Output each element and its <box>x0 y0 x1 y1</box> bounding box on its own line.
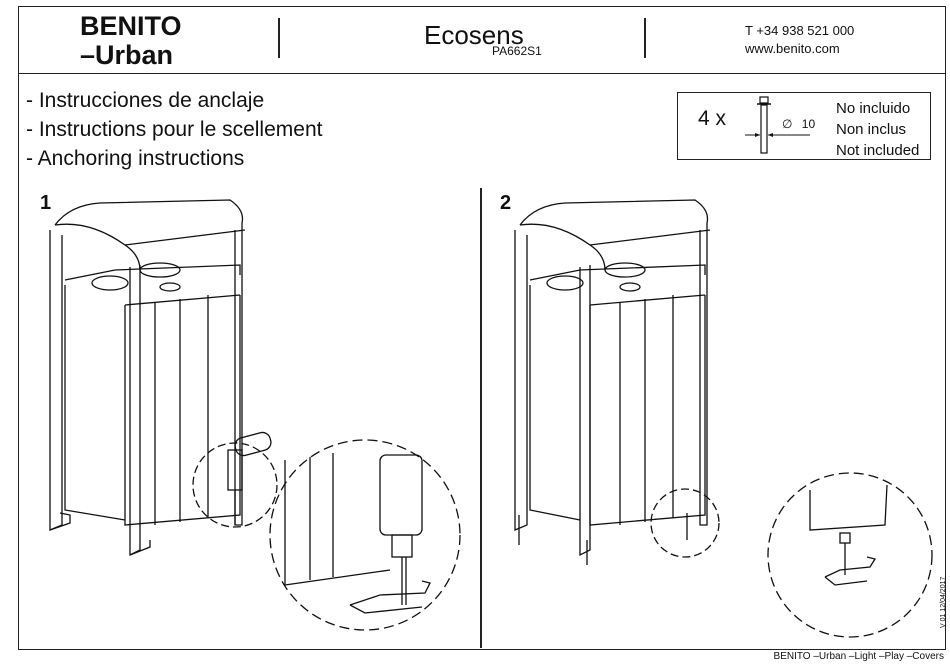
not-included-fr: Non inclus <box>836 121 907 138</box>
contact-info: T +34 938 521 000 www.benito.com <box>745 22 854 58</box>
header-separator <box>644 18 646 58</box>
step-2-number: 2 <box>500 192 512 214</box>
bolt-quantity: 4 x <box>698 107 727 130</box>
diameter-value: 10 <box>801 117 816 131</box>
diameter-symbol: ∅ <box>782 117 793 131</box>
anchor-bolt-icon <box>745 96 810 154</box>
page-frame <box>18 6 946 650</box>
instruction-es: - Instrucciones de anclaje <box>26 89 265 112</box>
not-included-es: No incluido <box>836 100 911 117</box>
bolt-note-box: 4 x ∅ 10 No incluido Non inclus Not incl… <box>677 92 931 160</box>
not-included-en: Not included <box>836 142 920 159</box>
brand-line-1: BENITO <box>80 11 182 41</box>
website: www.benito.com <box>745 41 840 56</box>
product-code: PA662S1 <box>492 44 542 58</box>
not-included-text: No incluido Non inclus Not included <box>836 98 919 161</box>
brand-line-2: –Urban <box>80 40 174 70</box>
instructions-list: - Instrucciones de anclaje - Instruction… <box>26 86 322 173</box>
product-name: Ecosens <box>424 20 524 50</box>
instruction-fr: - Instructions pour le scellement <box>26 118 323 141</box>
document-version: V 01 12/04/2017 <box>940 576 947 628</box>
phone-number: T +34 938 521 000 <box>745 23 855 38</box>
step-divider <box>480 188 482 648</box>
brand-logo: BENITO –Urban <box>80 12 182 70</box>
header-separator <box>278 18 280 58</box>
step-1-bin-illustration <box>49 199 461 631</box>
step-1-number: 1 <box>40 192 52 214</box>
bolt-diameter: ∅ 10 <box>782 117 815 131</box>
instruction-en: - Anchoring instructions <box>26 147 245 170</box>
step-2-bin-illustration <box>514 199 933 638</box>
footer-brand-line: BENITO –Urban –Light –Play –Covers <box>773 651 944 662</box>
header <box>18 6 946 74</box>
